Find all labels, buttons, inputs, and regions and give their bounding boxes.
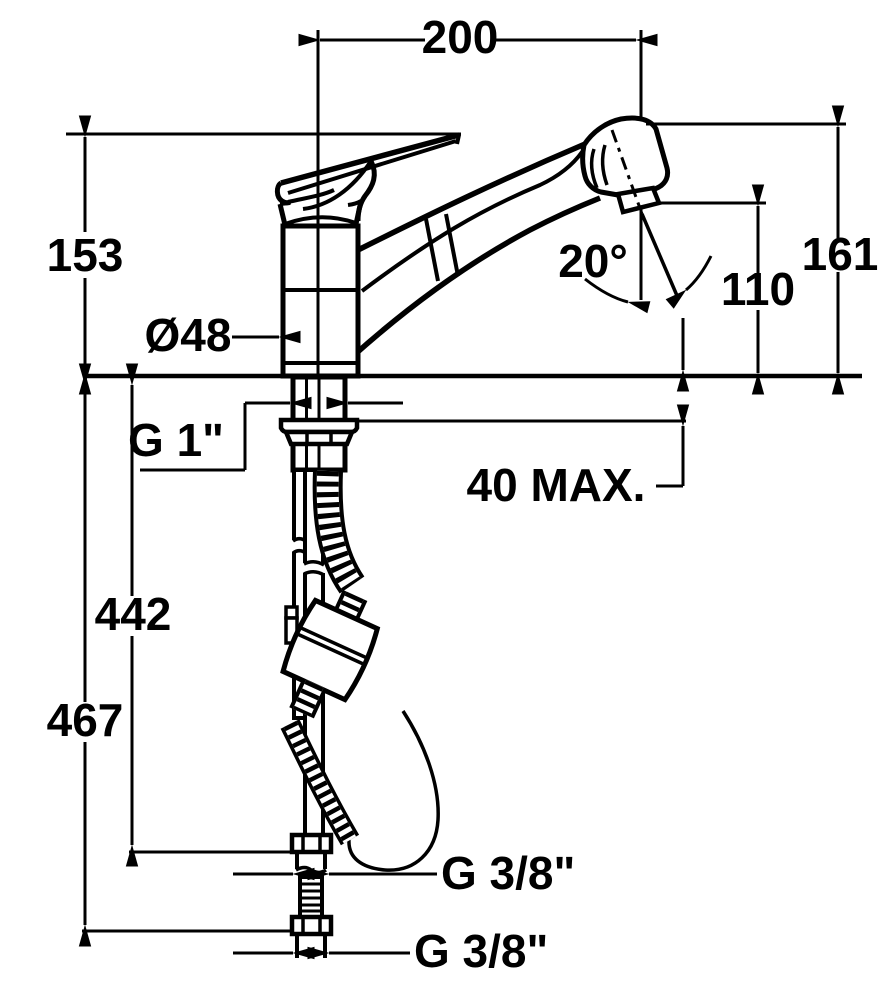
dim-outlet-clearance: 110 [660,184,795,395]
lever-handle [274,132,461,226]
dim-label-442: 442 [95,588,172,640]
dim-mounting-thread: G 1" [128,396,403,472]
spray-axis-line [640,213,680,299]
dim-label-g38-lower: G 3/8" [414,925,548,977]
spray-grip-line [600,144,609,186]
dim-label-g1: G 1" [128,414,224,466]
dim-label-d48: Ø48 [145,309,232,361]
dim-body-height: 153 [47,115,461,395]
dim-label-20deg: 20° [558,235,628,287]
spout-joint-line [424,218,440,282]
dim-spout-reach: 200 [298,11,658,63]
mounting-nut [278,417,360,447]
dim-label-467: 467 [47,694,124,746]
faucet [274,30,680,379]
dim-supply-thread-lower: G 3/8" [233,925,548,977]
dim-spray-angle: 20° [558,235,713,314]
hose-loop [347,710,440,872]
dim-base-diameter: Ø48 [145,309,301,361]
spray-nozzle [615,185,663,215]
dim-tip-height: 161 [646,105,879,395]
dim-label-161: 161 [802,228,879,280]
spray-grip-line [589,148,599,189]
dimensions: 200 153 161 110 20° [47,11,879,977]
pullout-hose-upper [312,470,365,594]
hose-weight [280,589,381,719]
dim-deck-thickness: 40 MAX. [357,318,690,511]
spout-joint-line [444,213,460,277]
dim-label-153: 153 [47,229,124,281]
dim-label-110: 110 [721,263,795,315]
dim-label-g38-upper: G 3/8" [441,847,575,899]
faucet-body-column [280,215,361,379]
dim-label-200: 200 [422,11,499,63]
spout [350,141,602,360]
dim-hose-drop-442: 442 [95,363,291,867]
pullout-hose-lower [280,719,360,846]
spray-head [580,115,671,215]
supply-connector-stack [289,832,334,958]
dim-supply-thread-upper: G 3/8" [233,847,575,899]
dim-hose-drop-467: 467 [47,363,291,947]
dim-label-40max: 40 MAX. [467,459,646,511]
below-deck-assembly [278,374,440,958]
